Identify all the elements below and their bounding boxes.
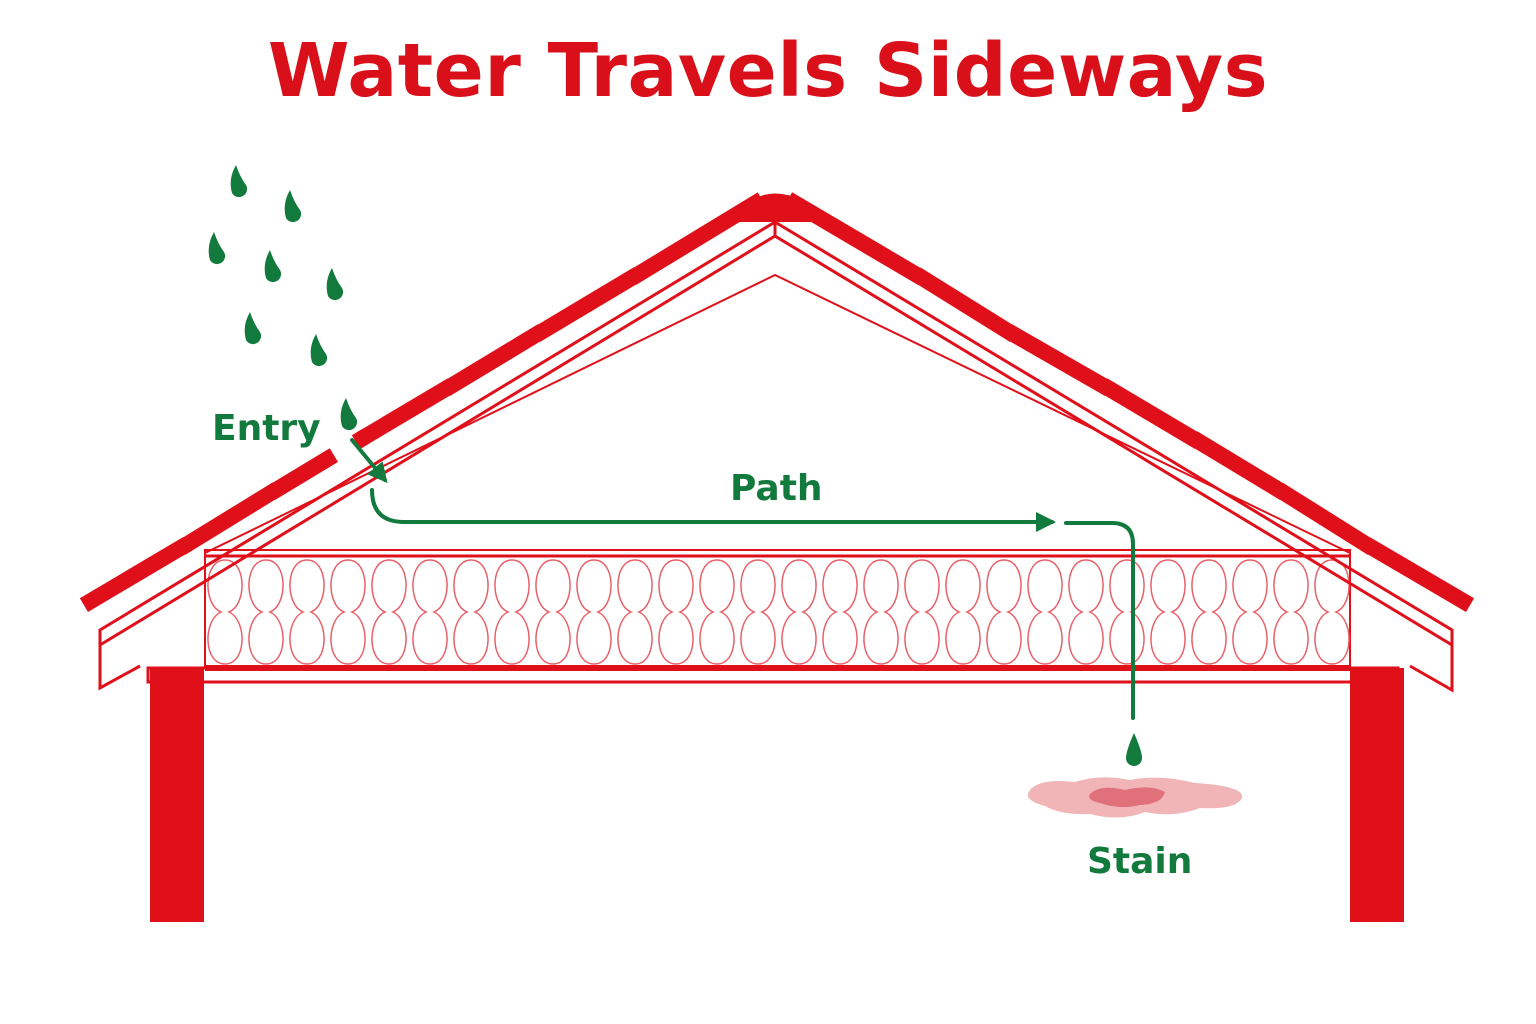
- drip-icon: [1126, 733, 1142, 766]
- attic-gable: [204, 273, 1351, 554]
- shingle-course: [441, 324, 546, 396]
- water-path: [350, 438, 1135, 720]
- path-label: Path: [730, 468, 823, 509]
- raindrop-icon: [326, 268, 344, 301]
- ceiling-joist: [146, 666, 1400, 684]
- insulation-batt: [371, 559, 407, 665]
- insulation-batt: [453, 559, 489, 665]
- raindrop-icon: [230, 165, 248, 198]
- insulation-batt: [699, 559, 735, 665]
- shingle-course: [266, 448, 338, 500]
- shingle-course: [351, 378, 456, 449]
- insulation-batt: [535, 559, 571, 665]
- insulation-batt: [863, 559, 899, 665]
- insulation-batt: [986, 559, 1022, 665]
- insulation-batt: [1273, 559, 1309, 665]
- raindrop-icon: [264, 250, 282, 283]
- insulation-batt: [1068, 559, 1104, 665]
- shingle-course: [1274, 482, 1377, 555]
- insulation-layer: [204, 549, 1351, 667]
- insulation-batt: [781, 559, 817, 665]
- insulation-batt: [1109, 559, 1145, 665]
- shingle-course: [1189, 431, 1289, 500]
- left-wall: [150, 668, 204, 922]
- insulation-batt: [658, 559, 694, 665]
- insulation-batt: [904, 559, 940, 665]
- insulation-batt: [1027, 559, 1063, 665]
- sideways-arrow: [370, 488, 1056, 532]
- stain-label: Stain: [1087, 841, 1192, 882]
- insulation-batt: [1150, 559, 1186, 665]
- right-wall: [1350, 668, 1404, 922]
- shingle-course: [176, 482, 281, 555]
- shingle-course: [79, 537, 191, 612]
- insulation-batt: [945, 559, 981, 665]
- insulation-batt: [494, 559, 530, 665]
- insulation-batt: [1314, 559, 1350, 665]
- insulation-batt: [1191, 559, 1227, 665]
- shingle-course: [1362, 537, 1475, 612]
- insulation-batt: [289, 559, 325, 665]
- raindrop-icon: [340, 398, 358, 431]
- raindrop-icon: [310, 334, 328, 367]
- insulation-batt: [412, 559, 448, 665]
- raindrop-icon: [244, 312, 262, 345]
- entry-arrow: [350, 438, 388, 484]
- insulation-batt: [617, 559, 653, 665]
- insulation-batt: [248, 559, 284, 665]
- stain-icon: [1027, 777, 1243, 818]
- insulation-batt: [330, 559, 366, 665]
- drip-path: [1064, 521, 1135, 720]
- shingle-course: [531, 267, 642, 342]
- insulation-batt: [207, 559, 243, 665]
- ridge-cap: [725, 193, 828, 222]
- insulation-batt: [740, 559, 776, 665]
- raindrop-icon: [208, 232, 226, 265]
- raindrop-icon: [284, 190, 302, 223]
- insulation-batt: [822, 559, 858, 665]
- raindrops: [208, 165, 358, 431]
- entry-label: Entry: [212, 408, 321, 449]
- insulation-batt: [1232, 559, 1268, 665]
- diagram-title: Water Travels Sideways: [267, 28, 1269, 114]
- insulation-batt: [576, 559, 612, 665]
- shingle-course: [912, 267, 1019, 342]
- shingle-course: [1004, 324, 1113, 396]
- shingle-course: [1099, 378, 1204, 449]
- roof-deck-left: [98, 219, 777, 691]
